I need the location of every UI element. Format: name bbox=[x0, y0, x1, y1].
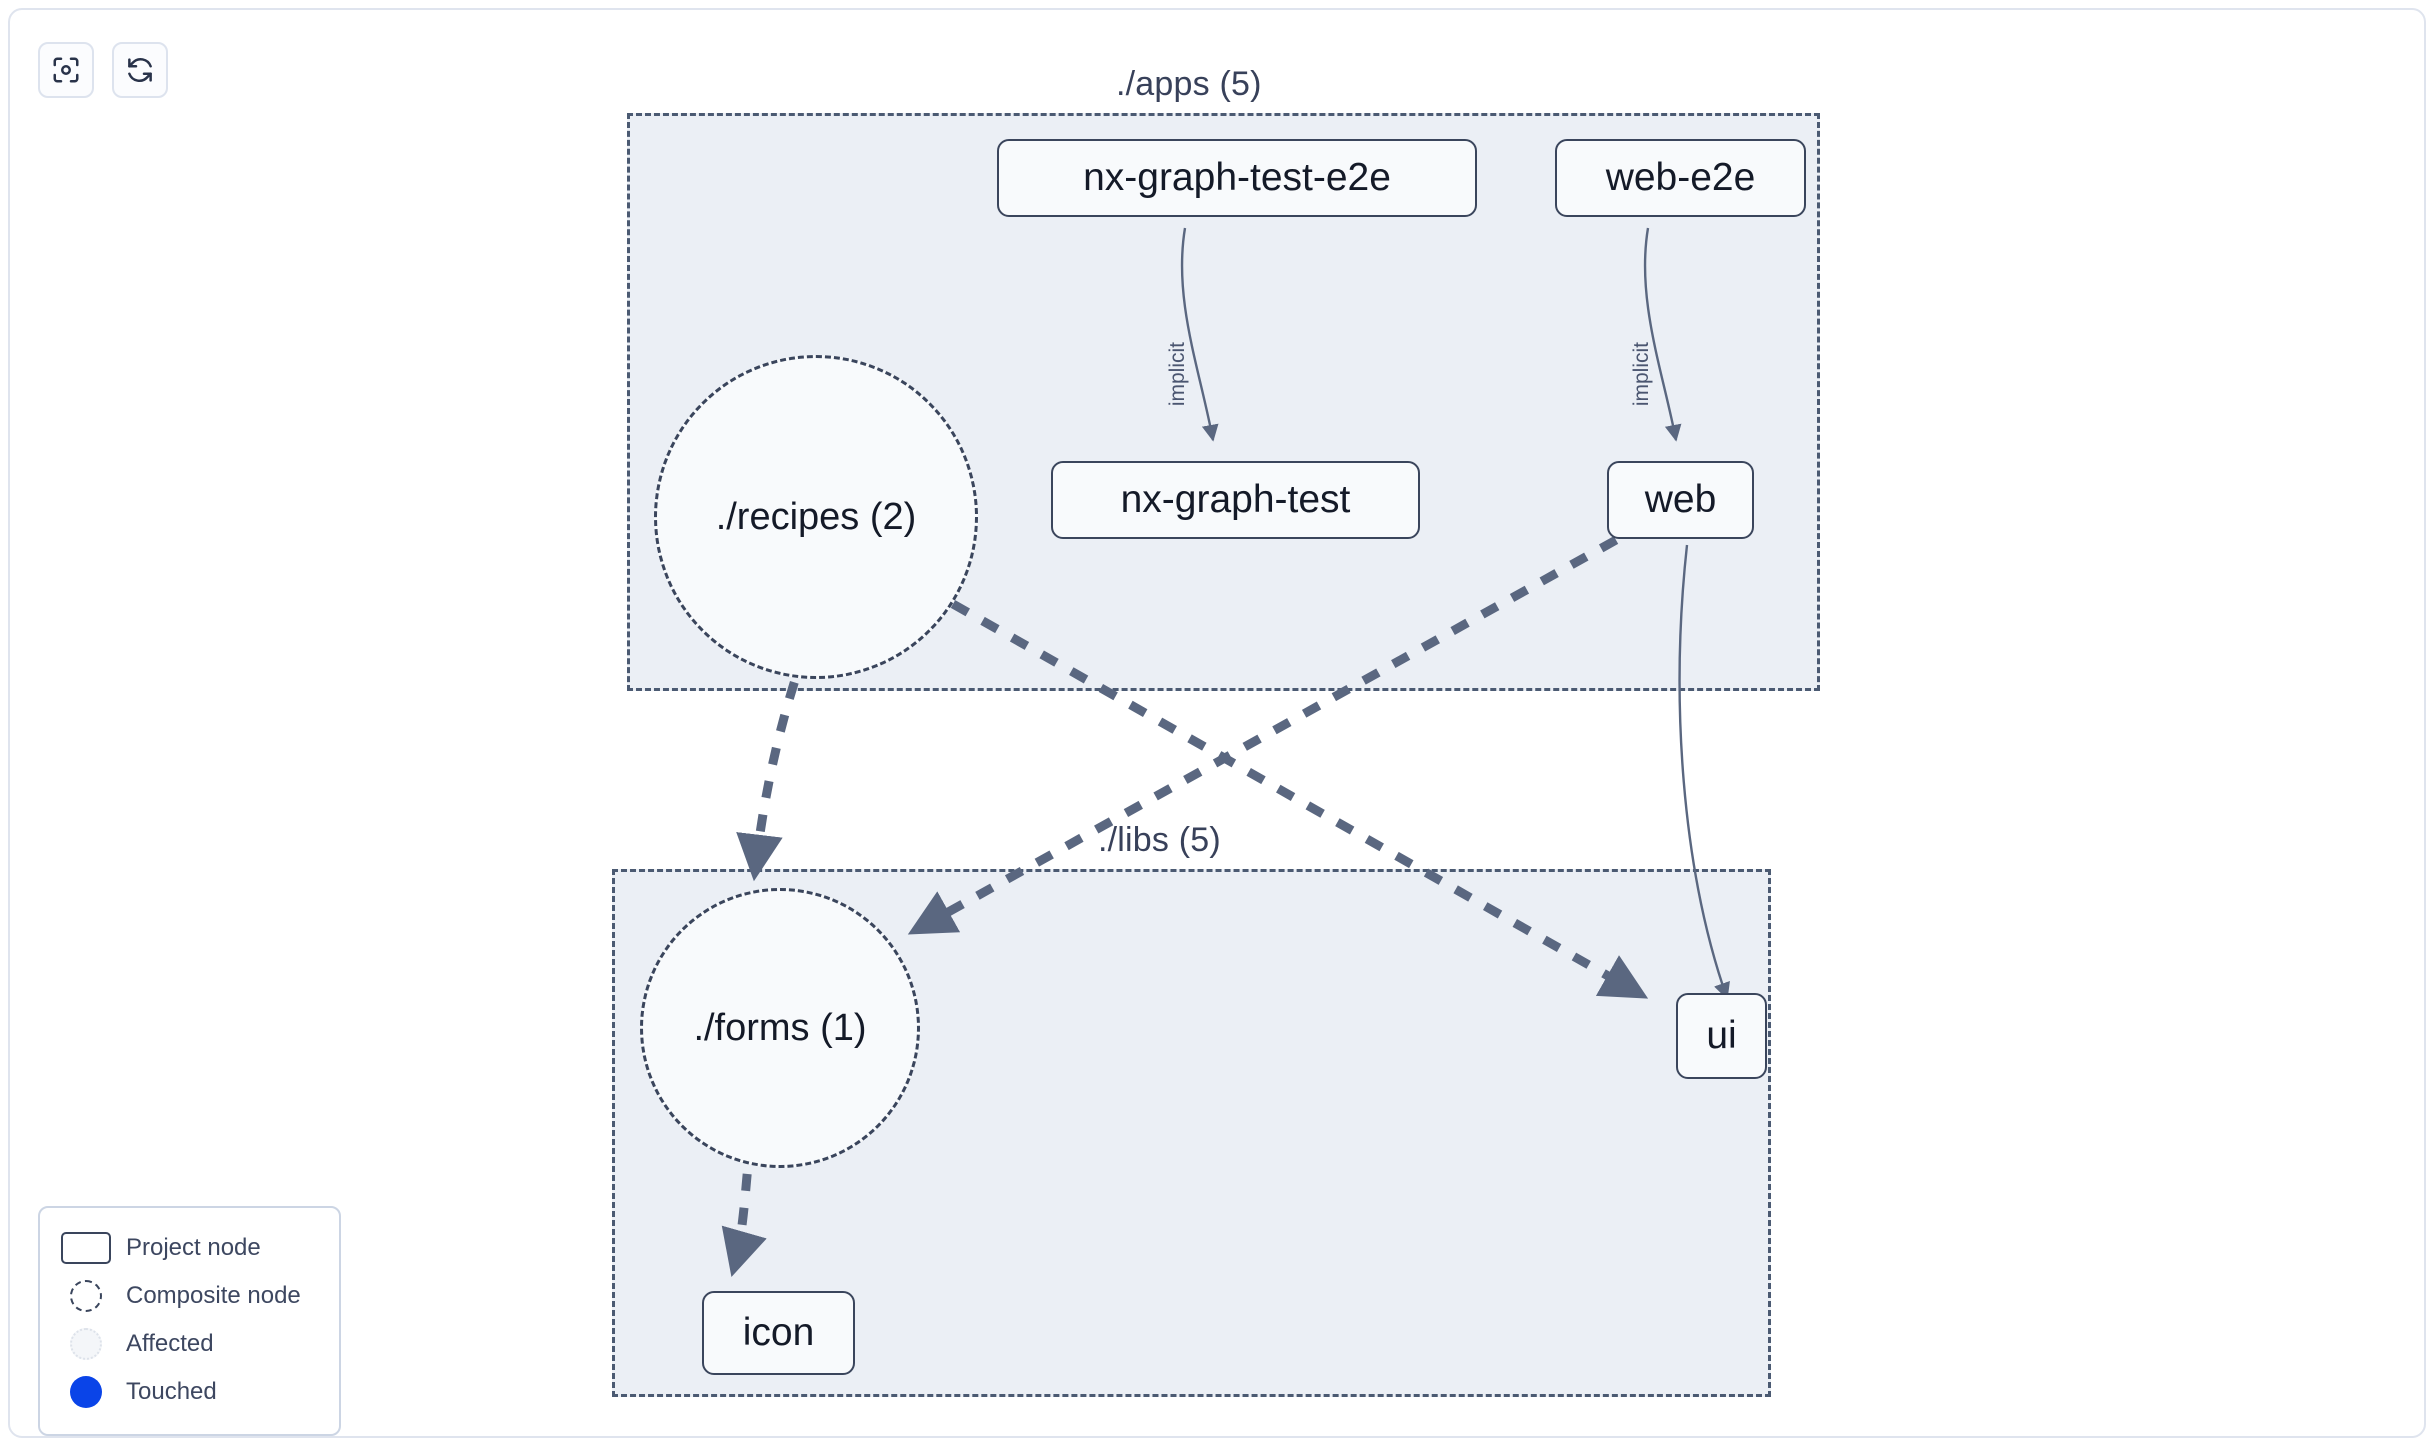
project-node-web-label: web bbox=[1644, 478, 1717, 521]
focus-target-icon bbox=[51, 55, 81, 85]
project-node-web-e2e[interactable]: web-e2e bbox=[1555, 139, 1806, 217]
composite-node-swatch bbox=[58, 1280, 114, 1312]
refresh-icon bbox=[125, 55, 155, 85]
project-node-nx-graph-test-label: nx-graph-test bbox=[1120, 478, 1351, 521]
graph-panel: ./apps (5) ./libs (5) bbox=[8, 8, 2426, 1438]
project-node-nx-graph-test-e2e-label: nx-graph-test-e2e bbox=[1083, 156, 1391, 199]
composite-node-forms[interactable]: ./forms (1) bbox=[640, 888, 920, 1168]
legend-item-affected: Affected bbox=[58, 1320, 321, 1368]
legend-item-composite-node: Composite node bbox=[58, 1272, 321, 1320]
affected-swatch bbox=[58, 1328, 114, 1360]
project-node-web-e2e-label: web-e2e bbox=[1605, 156, 1756, 199]
composite-node-recipes[interactable]: ./recipes (2) bbox=[654, 355, 978, 679]
legend-label-affected: Affected bbox=[126, 1330, 214, 1357]
edge-label-implicit-nx-graph-test: implicit bbox=[1166, 342, 1190, 407]
project-node-swatch bbox=[58, 1232, 114, 1264]
group-label-apps: ./apps (5) bbox=[1116, 65, 1262, 103]
dependency-graph-canvas[interactable]: ./apps (5) ./libs (5) bbox=[10, 10, 2424, 1436]
graph-legend: Project node Composite node Affected Tou… bbox=[38, 1206, 341, 1436]
focus-graph-button[interactable] bbox=[38, 42, 94, 98]
project-node-icon[interactable]: icon bbox=[702, 1291, 855, 1375]
edge-label-implicit-web: implicit bbox=[1630, 342, 1654, 407]
project-node-nx-graph-test-e2e[interactable]: nx-graph-test-e2e bbox=[997, 139, 1477, 217]
legend-item-project-node: Project node bbox=[58, 1224, 321, 1272]
group-label-libs: ./libs (5) bbox=[1098, 821, 1221, 859]
project-node-nx-graph-test[interactable]: nx-graph-test bbox=[1051, 461, 1420, 539]
composite-node-recipes-label: ./recipes (2) bbox=[715, 495, 917, 538]
graph-toolbar bbox=[38, 42, 168, 98]
legend-label-project-node: Project node bbox=[126, 1234, 261, 1261]
touched-swatch bbox=[58, 1376, 114, 1408]
project-node-icon-label: icon bbox=[742, 1311, 815, 1354]
legend-label-touched: Touched bbox=[126, 1378, 217, 1405]
project-node-web[interactable]: web bbox=[1607, 461, 1754, 539]
project-node-ui[interactable]: ui bbox=[1676, 993, 1767, 1079]
project-node-ui-label: ui bbox=[1706, 1014, 1737, 1057]
legend-item-touched: Touched bbox=[58, 1368, 321, 1416]
legend-label-composite-node: Composite node bbox=[126, 1282, 301, 1309]
refresh-graph-button[interactable] bbox=[112, 42, 168, 98]
composite-node-forms-label: ./forms (1) bbox=[693, 1006, 867, 1049]
